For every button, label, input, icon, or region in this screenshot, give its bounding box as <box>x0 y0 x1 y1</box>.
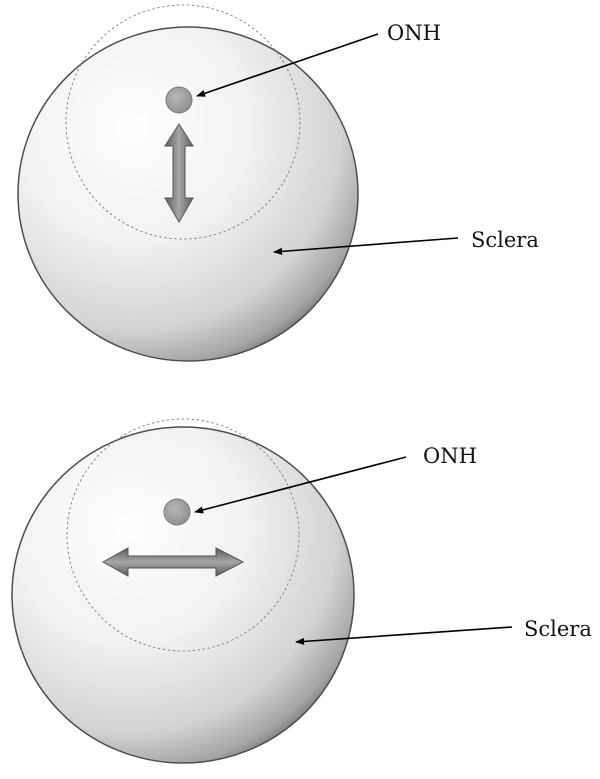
vertical-double-arrow-icon <box>164 123 194 223</box>
horizontal-double-arrow-icon <box>101 547 245 577</box>
dashed-boundary-circle <box>66 418 300 652</box>
sclera-pointer-arrow <box>295 626 513 646</box>
onh-disc <box>163 498 191 526</box>
sclera-sphere <box>17 26 359 362</box>
sclera-label: Sclera <box>471 228 539 252</box>
sclera-label: Sclera <box>524 617 592 641</box>
onh-label: ONH <box>387 21 441 45</box>
dashed-boundary-circle <box>65 4 301 240</box>
sclera-pointer-arrow <box>273 237 459 255</box>
onh-label: ONH <box>423 444 477 468</box>
diagram-vertical-movement: ONH Sclera <box>17 4 539 362</box>
diagram-horizontal-movement: ONH Sclera <box>11 418 592 764</box>
onh-pointer-arrow <box>194 456 407 514</box>
onh-pointer-arrow <box>196 33 379 97</box>
onh-disc <box>165 86 193 114</box>
sclera-sphere <box>11 426 355 764</box>
